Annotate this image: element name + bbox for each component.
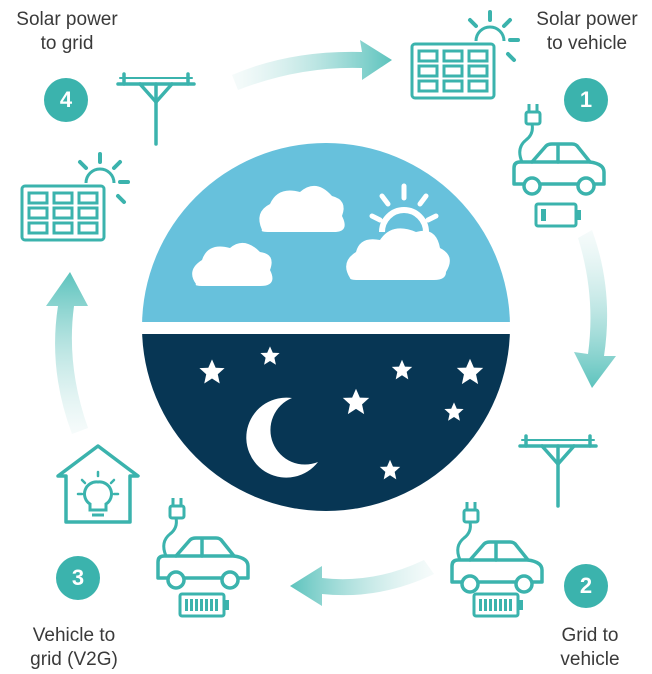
step-3-label: Vehicle to grid (V2G) bbox=[14, 624, 134, 672]
step-4-label: Solar power to grid bbox=[6, 8, 128, 56]
step-1-badge: 1 bbox=[564, 78, 608, 122]
cloud-icon bbox=[192, 185, 450, 286]
step-2-line2: vehicle bbox=[560, 649, 620, 670]
arrow-bottom bbox=[290, 560, 434, 606]
solar-panel-sun-icon bbox=[410, 10, 520, 100]
arrow-top bbox=[232, 40, 392, 90]
step-1-line1: Solar power bbox=[536, 9, 638, 30]
battery-full-icon bbox=[178, 592, 231, 618]
battery-full-icon bbox=[472, 592, 525, 618]
step-1-label: Solar power to vehicle bbox=[526, 8, 648, 56]
power-pole-icon bbox=[518, 434, 598, 508]
step-2-line1: Grid to bbox=[561, 625, 619, 646]
battery-low-icon bbox=[534, 202, 581, 228]
step-4-line1: Solar power bbox=[16, 9, 118, 30]
step-3-line1: Vehicle to bbox=[32, 625, 116, 646]
arrow-right bbox=[574, 230, 616, 388]
step-3-line2: grid (V2G) bbox=[30, 649, 118, 670]
ev-car-charging-icon bbox=[450, 500, 544, 594]
day-night-circle bbox=[142, 143, 510, 511]
power-pole-icon bbox=[116, 72, 196, 146]
step-4-line2: to grid bbox=[40, 33, 94, 54]
step-1-line2: to vehicle bbox=[546, 33, 628, 54]
house-lightbulb-icon bbox=[56, 444, 140, 524]
arrow-left bbox=[46, 272, 88, 434]
step-4-badge: 4 bbox=[44, 78, 88, 122]
ev-car-charging-icon bbox=[156, 496, 250, 590]
sun-icon bbox=[369, 183, 439, 233]
step-2-badge: 2 bbox=[564, 564, 608, 608]
step-3-badge: 3 bbox=[56, 556, 100, 600]
moon-icon bbox=[246, 397, 318, 478]
step-2-label: Grid to vehicle bbox=[540, 624, 640, 672]
solar-panel-sun-icon bbox=[20, 152, 130, 242]
